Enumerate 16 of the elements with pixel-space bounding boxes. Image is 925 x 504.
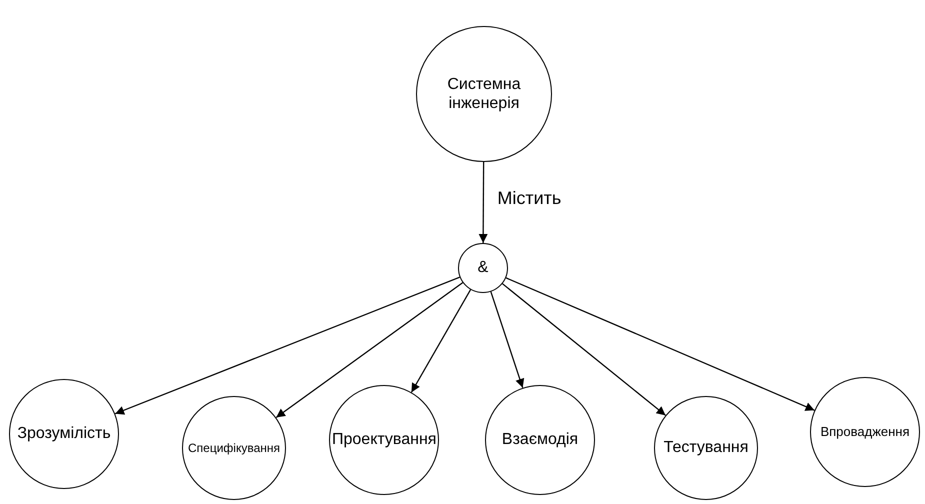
node-label: Впровадження <box>820 424 910 440</box>
node-label: Специфікування <box>188 440 280 456</box>
node-label: Проектування <box>332 430 436 450</box>
arrow <box>502 283 666 416</box>
node-label: Зрозумілість <box>17 424 111 444</box>
arrow <box>276 282 464 418</box>
node-label: Системна інженерія <box>446 74 522 114</box>
arrow <box>506 277 815 411</box>
node-label: Тестування <box>664 438 748 458</box>
node-label: & <box>478 258 488 278</box>
junction-circle <box>458 243 508 293</box>
arrow <box>490 292 524 388</box>
arrow <box>478 162 488 243</box>
arrow <box>410 289 472 393</box>
arrow <box>114 276 460 415</box>
node-label: Взаємодія <box>502 430 578 450</box>
